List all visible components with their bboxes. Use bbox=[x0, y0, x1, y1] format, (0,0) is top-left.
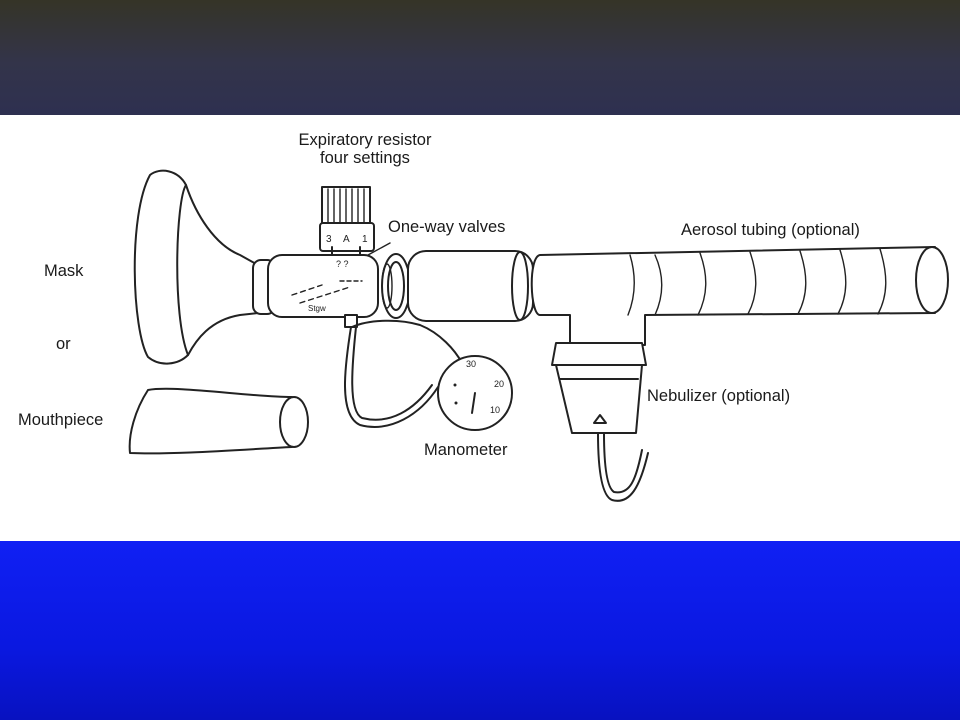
diagram-panel: Stgw ? ? 3 A 1 bbox=[0, 115, 960, 541]
mask-label: Mask bbox=[44, 262, 84, 280]
expiratory-resistor-line1: Expiratory resistor bbox=[298, 131, 432, 149]
manometer-mark-30: 30 bbox=[466, 359, 476, 369]
nebulizer-drawing bbox=[551, 342, 649, 502]
nebulizer-label: Nebulizer (optional) bbox=[647, 387, 791, 405]
resistor-mark-3: 3 bbox=[326, 234, 332, 245]
manometer-drawing: 30 20 10 bbox=[344, 319, 513, 431]
mouthpiece-label: Mouthpiece bbox=[18, 411, 104, 429]
valve-body-drawing: Stgw ? ? bbox=[252, 253, 411, 328]
expiratory-resistor-label: Expiratory resistor four settings bbox=[265, 131, 465, 167]
aerosol-tubing-label: Aerosol tubing (optional) bbox=[681, 221, 860, 239]
manometer-label: Manometer bbox=[424, 441, 508, 459]
connector-tube-drawing bbox=[407, 250, 534, 322]
bottom-band bbox=[0, 541, 960, 720]
top-header-band bbox=[0, 0, 960, 115]
mask-drawing bbox=[133, 169, 259, 365]
resistor-mark-1: 1 bbox=[362, 234, 368, 245]
or-label: or bbox=[56, 335, 71, 353]
expiratory-resistor-line2: four settings bbox=[320, 149, 410, 168]
mouthpiece-drawing bbox=[128, 387, 309, 455]
manometer-mark-20: 20 bbox=[494, 379, 504, 389]
svg-text:Stgw: Stgw bbox=[308, 304, 326, 313]
pep-device-diagram: Stgw ? ? 3 A 1 bbox=[128, 169, 949, 502]
aerosol-tubing-drawing bbox=[530, 246, 949, 346]
one-way-valves-label: One-way valves bbox=[388, 218, 506, 236]
manometer-mark-10: 10 bbox=[490, 405, 500, 415]
svg-text:? ?: ? ? bbox=[336, 259, 349, 269]
expiratory-resistor-knob: 3 A 1 bbox=[319, 186, 391, 256]
resistor-mark-a: A bbox=[343, 234, 350, 245]
